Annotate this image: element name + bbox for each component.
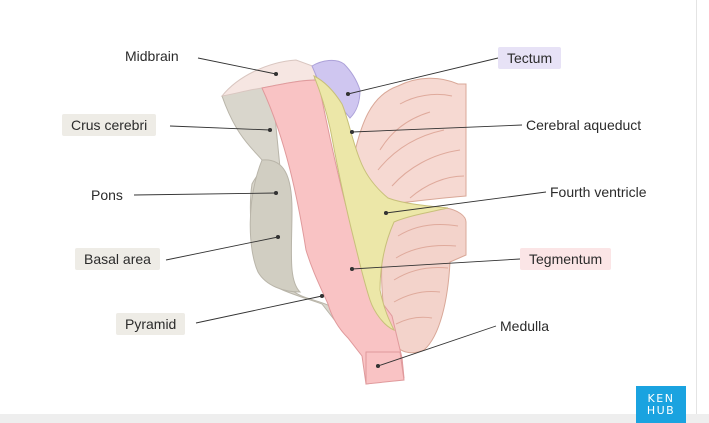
leader-crus-cerebri: [169, 125, 271, 131]
label-medulla: Medulla: [500, 318, 550, 334]
label-pyramid: Pyramid: [116, 313, 186, 335]
ventricular-system: [313, 74, 449, 331]
leader-dot-pyramid: [319, 293, 325, 299]
leader-pons: [133, 192, 277, 196]
label-midbrain: Midbrain: [125, 48, 179, 64]
leader-fourth-ventricle: [385, 191, 547, 214]
label-cerebral-aqueduct: Cerebral aqueduct: [526, 117, 642, 133]
leader-dot-pons: [273, 190, 279, 196]
leader-basal-area: [165, 236, 279, 261]
leader-pyramid: [195, 295, 323, 324]
leader-lines: [133, 57, 547, 369]
leader-dot-cerebral-aqueduct: [349, 129, 355, 135]
medulla-tail: [365, 351, 405, 385]
leader-dot-crus-cerebri: [267, 127, 273, 133]
leader-medulla: [377, 325, 497, 367]
logo-line-1: KEN: [647, 392, 675, 405]
label-tectum: Tectum: [498, 47, 562, 69]
logo-line-2: HUB: [646, 404, 676, 417]
leader-tegmentum: [351, 258, 521, 270]
tegmentum-region: [261, 79, 405, 385]
kenhub-logo[interactable]: KEN HUB: [636, 386, 686, 423]
label-pons: Pons: [91, 187, 123, 203]
bottom-bar: [0, 414, 709, 423]
leader-tectum: [347, 57, 499, 95]
label-fourth-ventricle: Fourth ventricle: [550, 184, 647, 200]
leader-dot-tegmentum: [349, 266, 355, 272]
right-border: [696, 0, 697, 423]
leader-dot-medulla: [375, 363, 381, 369]
leader-dot-midbrain: [273, 71, 279, 77]
leader-cerebral-aqueduct: [351, 124, 523, 133]
label-crus-cerebri: Crus cerebri: [62, 114, 157, 136]
leader-dot-basal-area: [275, 234, 281, 240]
label-basal-area: Basal area: [75, 248, 160, 270]
cerebellum: [349, 77, 467, 354]
leader-dot-fourth-ventricle: [383, 210, 389, 216]
leader-dot-tectum: [345, 91, 351, 97]
label-tegmentum: Tegmentum: [520, 248, 612, 270]
leader-midbrain: [197, 57, 277, 75]
cerebellar-folia: [377, 93, 465, 325]
